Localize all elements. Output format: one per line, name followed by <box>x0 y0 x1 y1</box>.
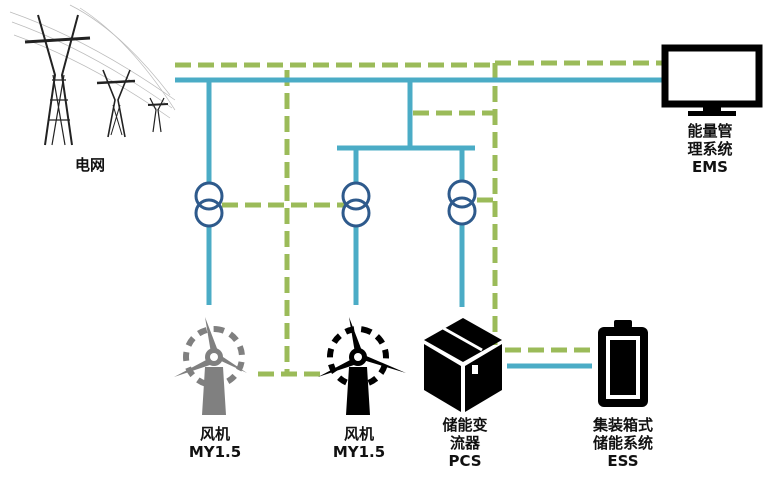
turbine2-label-line: MY1.5 <box>332 443 386 461</box>
monitor-icon <box>661 44 763 116</box>
turbine2-label-line: 风机 <box>343 425 374 443</box>
ess-label: 集装箱式 储能系统 ESS <box>578 416 668 470</box>
turbine1-label-line: 风机 <box>199 425 230 443</box>
ems-label-line: 理系统 <box>687 140 733 158</box>
turbine1-label-line: MY1.5 <box>188 443 242 461</box>
ess-label-line: ESS <box>607 452 639 470</box>
power-tower-icon <box>9 4 176 146</box>
transformer-icon <box>447 179 477 226</box>
transformer-icon <box>194 181 224 228</box>
transformer-icon <box>341 181 371 228</box>
ess-label-line: 储能系统 <box>592 434 653 452</box>
pcs-label-line: PCS <box>448 452 482 470</box>
box-icon <box>424 318 502 412</box>
wind-turbine-icon <box>318 317 406 415</box>
ems-label-line: EMS <box>692 158 728 176</box>
power-lines <box>175 77 662 369</box>
comm-line-top <box>175 60 662 68</box>
turbine2-label: 风机 MY1.5 <box>324 425 394 461</box>
ems-label-line: 能量管 <box>687 122 733 140</box>
pcs-label-line: 流器 <box>449 434 480 452</box>
battery-icon <box>598 320 648 407</box>
pcs-label-line: 储能变 <box>442 416 488 434</box>
turbine1-label: 风机 MY1.5 <box>180 425 250 461</box>
communication-lines <box>175 60 662 377</box>
grid-label-line: 电网 <box>74 156 105 174</box>
grid-label: 电网 <box>60 156 120 174</box>
pcs-label: 储能变 流器 PCS <box>425 416 505 470</box>
wind-turbine-icon <box>174 317 247 415</box>
ems-label: 能量管 理系统 EMS <box>670 122 750 176</box>
ess-label-line: 集装箱式 <box>592 416 653 434</box>
